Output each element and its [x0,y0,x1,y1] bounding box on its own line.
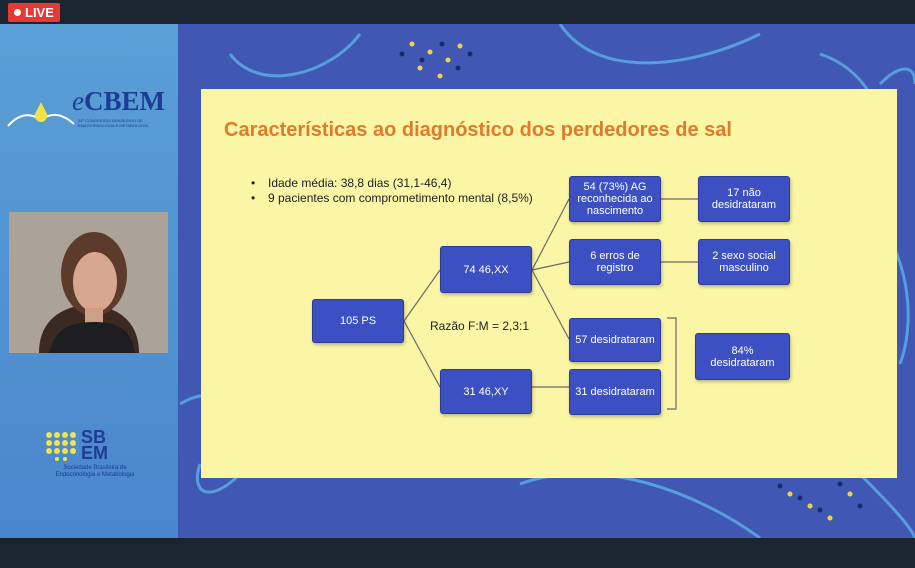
speaker-avatar-icon [9,212,168,353]
node-root: 105 PS [312,299,404,343]
ecbem-wordmark: eCBEM [72,86,165,116]
slide-bullets: Idade média: 38,8 dias (31,1-46,4) 9 pac… [251,176,533,206]
sbem-logo: SB EM Sociedade Brasileira de Endocrinol… [45,427,145,489]
top-bar: LIVE [0,0,915,24]
sbem-dots-icon [46,432,76,461]
bottom-bar [0,538,915,568]
node-percent-desidrataram: 84% desidrataram [695,333,790,380]
flow-connectors [403,198,698,410]
node-ag-reconhecida: 54 (73%) AG reconhecida ao nascimento [569,176,661,222]
node-46xy: 31 46,XY [440,369,532,414]
sbem-wordmark: SB EM [81,427,108,463]
event-sidebar: eCBEM 34º CONGRESSO BRASILEIRO DE ENDOCR… [0,24,178,538]
live-label: LIVE [25,5,54,20]
live-dot-icon [14,9,21,16]
node-desidrataram-xx: 57 desidrataram [569,318,661,362]
presentation-slide: Características ao diagnóstico dos perde… [201,89,897,478]
live-badge: LIVE [8,3,60,22]
slide-title: Características ao diagnóstico dos perde… [224,119,732,141]
bullet-item: Idade média: 38,8 dias (31,1-46,4) [251,176,533,191]
node-sexo-social: 2 sexo social masculino [698,239,790,285]
sun-logo-icon [7,102,75,127]
ratio-label: Razão F:M = 2,3:1 [430,319,530,333]
ecbem-logo: eCBEM 34º CONGRESSO BRASILEIRO DE ENDOCR… [6,86,171,146]
speaker-video [9,212,168,353]
node-nao-desidrataram: 17 não desidrataram [698,176,790,222]
node-46xx: 74 46,XX [440,246,532,293]
ecbem-subtitle: 34º CONGRESSO BRASILEIRO DE ENDOCRINOLOG… [78,118,149,128]
sbem-subtitle: Sociedade Brasileira de Endocrinologia e… [55,465,135,478]
video-stage: eCBEM 34º CONGRESSO BRASILEIRO DE ENDOCR… [0,24,915,538]
node-erros-registro: 6 erros de registro [569,239,661,285]
bullet-item: 9 pacientes com comprometimento mental (… [251,191,533,206]
node-desidrataram-xy: 31 desidrataram [569,369,661,415]
